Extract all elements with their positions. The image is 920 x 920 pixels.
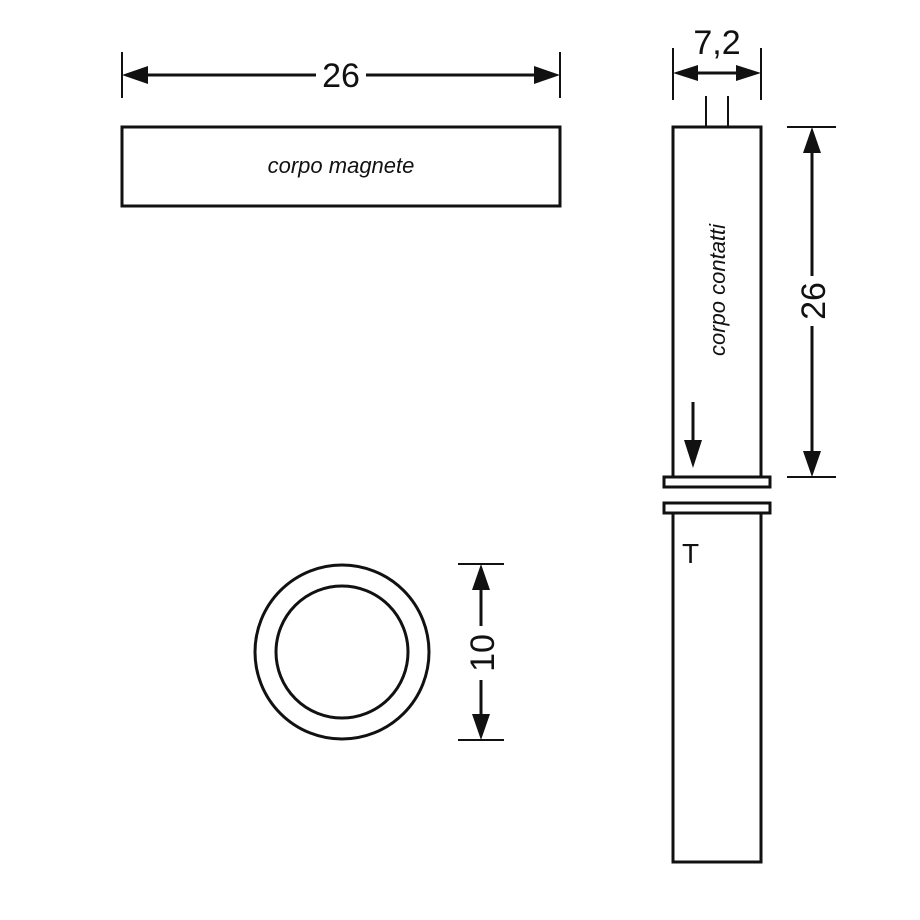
contact-flange-lower (662, 501, 772, 515)
arrow-down-icon (684, 440, 702, 468)
contact-length-label: 26 (795, 282, 833, 320)
ring-dim-arrow-top (472, 564, 490, 590)
contact-width-label: 7,2 (693, 24, 740, 62)
ring-view: 10 (253, 563, 504, 741)
terminal-label: T (682, 538, 699, 569)
contact-body-view: 7,2 corpo contatti T 26 (662, 24, 836, 864)
contact-width-arrow-right (736, 65, 761, 81)
magnet-body-rect (120, 125, 562, 208)
magnet-dim-arrow-right (534, 66, 560, 84)
contact-lower-body (671, 513, 763, 864)
contact-height-arrow-bottom (803, 451, 821, 477)
contact-width-arrow-left (673, 65, 698, 81)
ring-diameter-label: 10 (464, 634, 502, 672)
contact-body-label: corpo contatti (705, 223, 730, 356)
magnet-body-view: 26 corpo magnete (120, 52, 562, 208)
magnet-body-label: corpo magnete (268, 153, 415, 178)
contact-height-arrow-top (803, 127, 821, 153)
ring-inner-circle (274, 584, 410, 720)
ring-dim-arrow-bottom (472, 714, 490, 740)
ring-outer-circle (253, 563, 431, 741)
magnet-length-label: 26 (322, 57, 360, 95)
magnet-dim-arrow-left (122, 66, 148, 84)
contact-flange-upper (662, 475, 772, 489)
